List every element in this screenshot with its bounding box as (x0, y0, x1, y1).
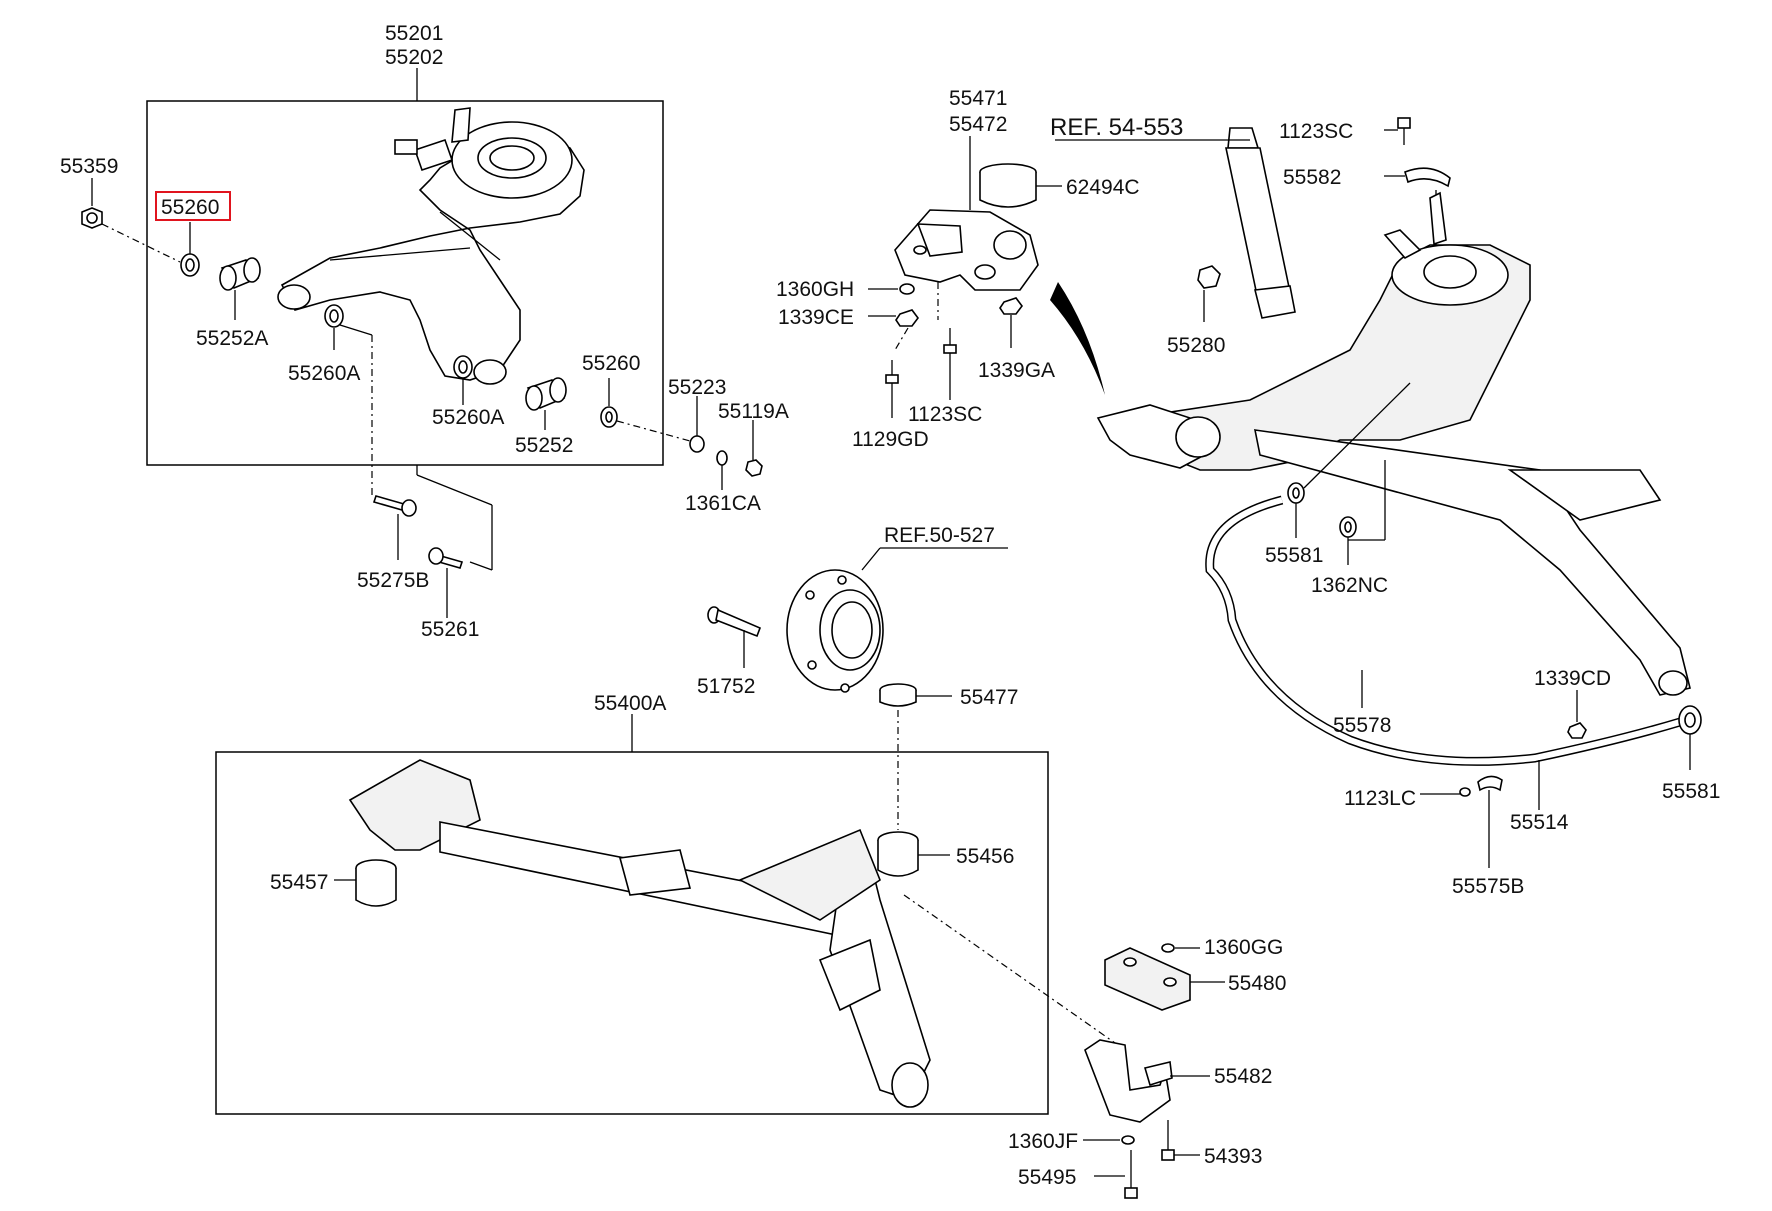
part-label[interactable]: 55119A (718, 400, 789, 423)
part-label[interactable]: 55495 (1018, 1166, 1076, 1189)
part-label[interactable]: 1339CD (1534, 667, 1611, 690)
bolt-1129GD[interactable] (885, 360, 899, 384)
bushing-1362NC[interactable] (1339, 516, 1357, 538)
stabilizer-bar-55578[interactable] (1205, 495, 1682, 766)
bushing-55581-lower[interactable] (1678, 705, 1702, 735)
part-label[interactable]: 55260 (582, 352, 640, 375)
bracket-55480[interactable] (1104, 947, 1191, 1011)
washer-55260A-left[interactable] (324, 304, 344, 328)
part-label[interactable]: 1360JF (1008, 1130, 1078, 1153)
bolt-54393[interactable] (1161, 1120, 1175, 1161)
bolt-55495[interactable] (1124, 1150, 1138, 1199)
washer-1360JF[interactable] (1121, 1135, 1135, 1145)
nut-55119A[interactable] (745, 459, 763, 477)
bracket-55482[interactable] (1084, 1039, 1173, 1123)
subframe-55400A[interactable] (348, 759, 931, 1108)
rear-assembly[interactable] (1096, 191, 1691, 696)
bolt-55275B[interactable] (372, 495, 417, 517)
part-label[interactable]: 62494C (1066, 176, 1140, 199)
part-label[interactable]: 1339GA (978, 359, 1055, 382)
mount-55456[interactable] (877, 831, 919, 877)
part-label[interactable]: 55252 (515, 434, 573, 457)
bolt-1123SC-top[interactable] (1397, 117, 1411, 145)
lower-control-arm[interactable] (277, 107, 585, 385)
highlight-box (155, 191, 231, 221)
part-label[interactable]: 55482 (1214, 1065, 1272, 1088)
part-label[interactable]: 51752 (697, 675, 755, 698)
part-label[interactable]: 55581 (1265, 544, 1323, 567)
part-label[interactable]: 1360GG (1204, 936, 1283, 959)
part-label[interactable]: 55252A (196, 327, 268, 350)
nut-55359[interactable] (81, 207, 103, 229)
part-label[interactable]: 55578 (1333, 714, 1391, 737)
hub-bolt-51752[interactable] (707, 606, 762, 638)
bushing-55252A[interactable] (219, 257, 261, 291)
part-label[interactable]: 55582 (1283, 166, 1341, 189)
washer-1361CA[interactable] (716, 450, 728, 466)
part-label[interactable]: 1123LC (1344, 787, 1416, 810)
washer-55260-right[interactable] (600, 406, 618, 428)
nut-1339CE[interactable] (895, 309, 919, 327)
part-label[interactable]: 55400A (594, 692, 666, 715)
mount-55457[interactable] (355, 859, 397, 907)
part-label[interactable]: 55457 (270, 871, 328, 894)
shock-absorber[interactable] (1225, 127, 1296, 319)
part-label[interactable]: 55223 (668, 376, 726, 399)
washer-55260-highlighted[interactable] (180, 253, 200, 277)
part-label[interactable]: 55280 (1167, 334, 1225, 357)
bump-stop-62494C[interactable] (979, 163, 1037, 208)
bracket-55471[interactable] (894, 209, 1039, 291)
part-label[interactable]: 55275B (357, 569, 429, 592)
ref-label[interactable]: REF. 54-553 (1050, 114, 1183, 141)
washer-55223[interactable] (689, 435, 705, 453)
part-label[interactable]: 55456 (956, 845, 1014, 868)
clamp-55582[interactable] (1404, 167, 1451, 188)
part-label[interactable]: 55471 (949, 87, 1007, 110)
part-label[interactable]: 1339CE (778, 306, 854, 329)
part-label[interactable]: 1123SC (908, 403, 982, 426)
part-label[interactable]: 55260A (288, 362, 360, 385)
nut-55280[interactable] (1197, 265, 1221, 289)
washer-55260A-right[interactable] (453, 355, 473, 379)
part-label[interactable]: 55201 (385, 22, 443, 45)
part-label[interactable]: 54393 (1204, 1145, 1262, 1168)
part-label[interactable]: 55514 (1510, 811, 1569, 834)
part-label[interactable]: 1123SC (1279, 120, 1353, 143)
part-label[interactable]: 55472 (949, 113, 1007, 136)
nut-1339CD[interactable] (1567, 722, 1587, 739)
part-label[interactable]: 1360GH (776, 278, 854, 301)
part-label[interactable]: 1362NC (1311, 574, 1388, 597)
ref-label[interactable]: REF.50-527 (884, 524, 995, 547)
part-label[interactable]: 55202 (385, 46, 443, 69)
part-label[interactable]: 55477 (960, 686, 1018, 709)
nut-1339GA[interactable] (999, 297, 1023, 315)
part-label-highlighted[interactable]: 55260 (161, 196, 219, 219)
bushing-55581-upper[interactable] (1287, 482, 1305, 504)
part-label[interactable]: 55581 (1662, 780, 1720, 803)
part-label[interactable]: 1361CA (685, 492, 761, 515)
mount-55477[interactable] (879, 683, 917, 707)
part-label[interactable]: 55575B (1452, 875, 1524, 898)
washer-1360GH[interactable] (899, 283, 915, 295)
washer-1360GG[interactable] (1161, 943, 1175, 953)
part-label[interactable]: 55359 (60, 155, 118, 178)
part-label[interactable]: 55261 (421, 618, 479, 641)
part-label[interactable]: 55260A (432, 406, 504, 429)
bolt-55261[interactable] (428, 547, 464, 569)
bushing-55252[interactable] (525, 377, 567, 411)
subframe-group-box (215, 751, 1049, 1115)
wheel-hub[interactable] (786, 569, 884, 693)
bolt-1123SC-mid[interactable] (943, 328, 957, 354)
direction-arrow (1050, 282, 1105, 395)
part-label[interactable]: 1129GD (852, 428, 929, 451)
control-arm-group-box (146, 100, 664, 466)
part-label[interactable]: 55480 (1228, 972, 1286, 995)
clamp-55575B[interactable] (1459, 775, 1503, 797)
